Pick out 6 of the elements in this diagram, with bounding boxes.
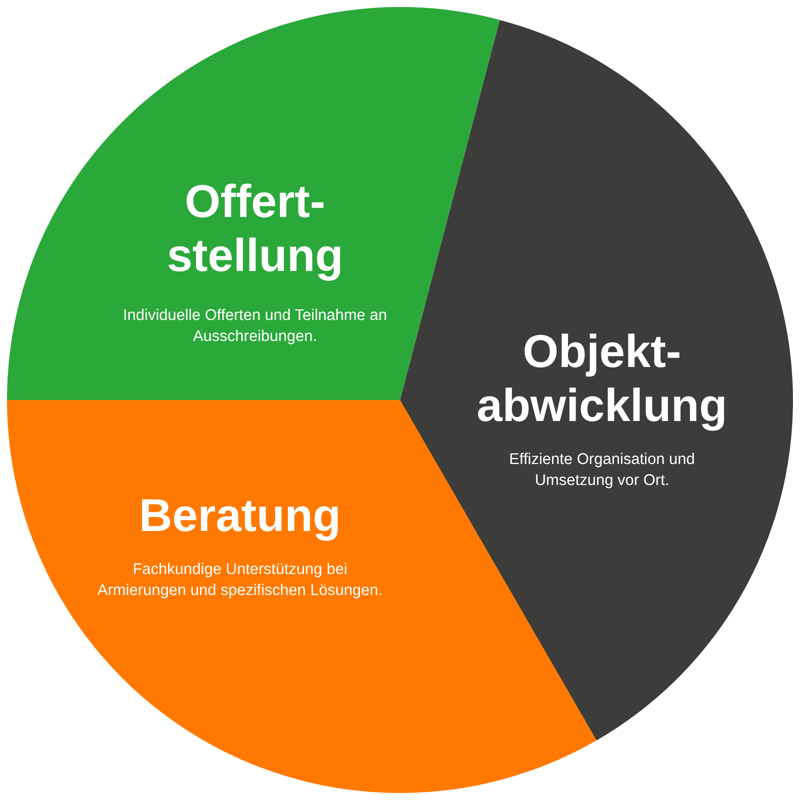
segment-heading: Offert- stellung <box>166 174 344 282</box>
segment-description: Fachkundige Unterstützung bei Armierungen und spezifischen Lösungen. <box>96 560 384 601</box>
segment-heading: Beratung <box>139 488 341 542</box>
segment-description: Individuelle Offerten und Teilnahme an Ausschreibungen. <box>122 306 388 347</box>
segment-heading: Objekt- abwicklung <box>476 324 728 432</box>
segment-description: Effiziente Organisation und Umsetzung vor Ort. <box>508 450 696 491</box>
